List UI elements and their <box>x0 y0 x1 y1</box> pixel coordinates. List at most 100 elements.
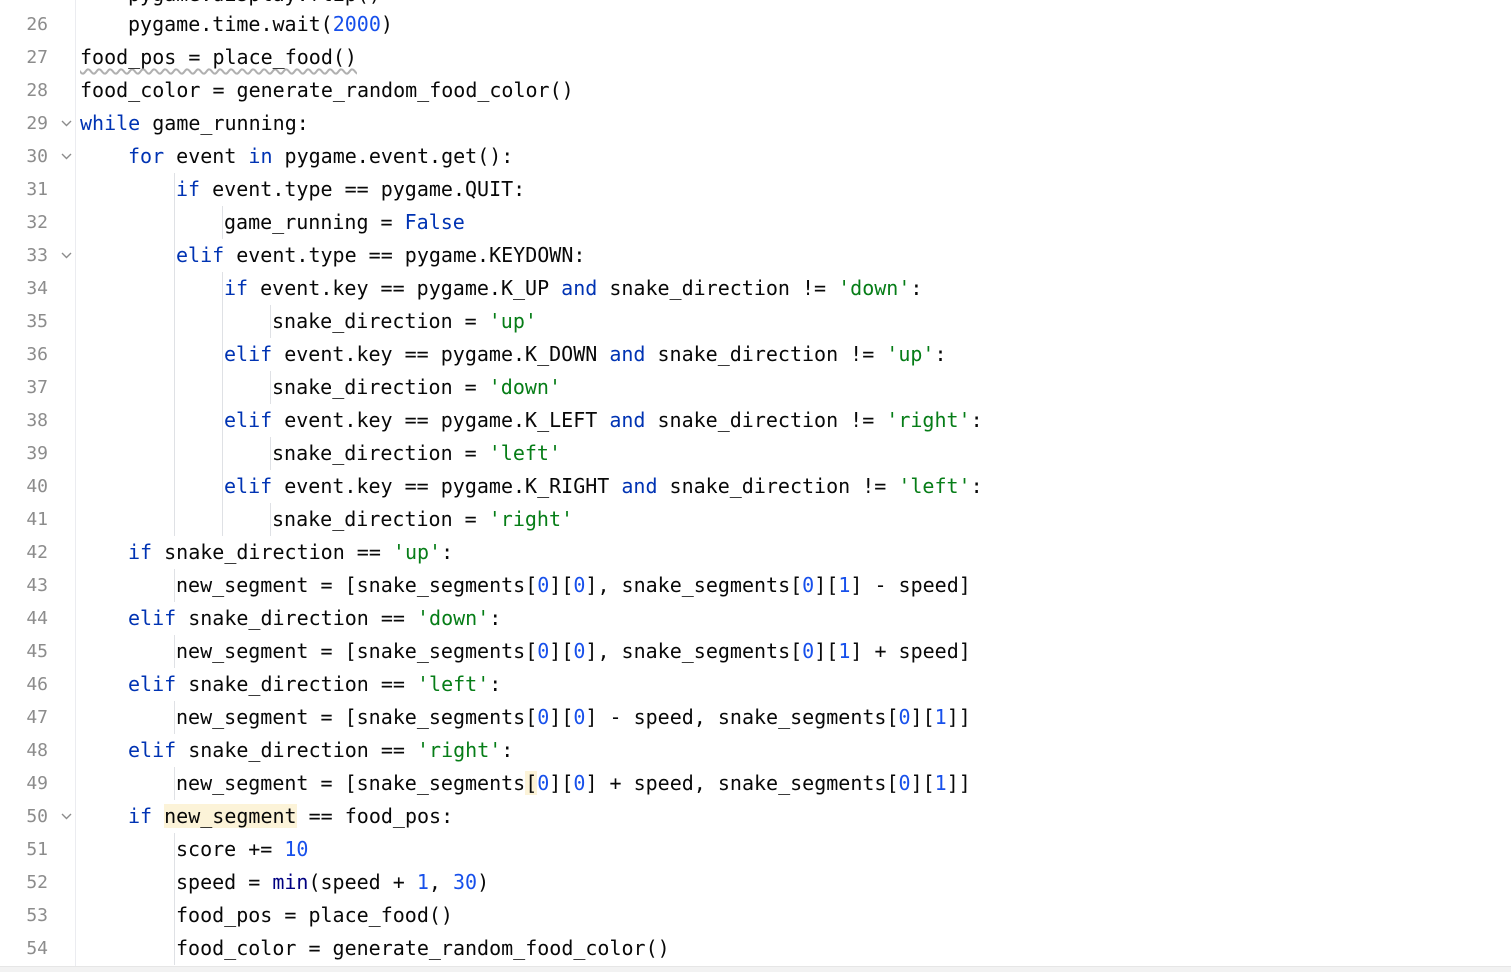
code-line[interactable]: if new_segment == food_pos: <box>128 800 453 833</box>
code-line[interactable]: elif event.key == pygame.K_RIGHT and sna… <box>224 470 983 503</box>
code-token: event.key == pygame.K_UP <box>248 276 562 300</box>
code-token: ], snake_segments[ <box>585 639 803 663</box>
line-number: 28 <box>26 80 48 101</box>
code-line[interactable]: pygame.time.wait(2000) <box>128 8 393 41</box>
line-number: 27 <box>26 47 48 68</box>
indent-guide <box>270 503 271 536</box>
code-token: new_segment = [snake_segments[ <box>176 705 538 729</box>
code-token: elif <box>128 606 177 630</box>
fold-chevron-icon[interactable] <box>59 140 73 173</box>
code-line[interactable]: new_segment = [snake_segments[0][0] - sp… <box>176 701 971 734</box>
code-token: new_segment = [snake_segments[ <box>176 573 538 597</box>
fold-chevron-icon[interactable] <box>59 107 73 140</box>
code-line[interactable]: new_segment = [snake_segments[0][0] + sp… <box>176 767 971 800</box>
code-token: : <box>970 408 983 432</box>
code-token: , <box>428 870 453 894</box>
code-token: 'up' <box>488 309 537 333</box>
code-token: 0 <box>573 639 586 663</box>
code-token: 2000 <box>332 12 381 36</box>
code-line[interactable]: new_segment = [snake_segments[0][0], sna… <box>176 635 971 668</box>
code-token: 0 <box>802 573 815 597</box>
code-line[interactable]: elif snake_direction == 'left': <box>128 668 501 701</box>
code-line[interactable]: food_pos = place_food() <box>176 899 453 932</box>
code-line[interactable]: speed = min(speed + 1, 30) <box>176 866 489 899</box>
code-token: game_running: <box>140 111 309 135</box>
code-token: elif <box>224 342 273 366</box>
fold-chevron-icon[interactable] <box>59 800 73 833</box>
code-token: 30 <box>452 870 478 894</box>
code-token: 0 <box>573 705 586 729</box>
line-number: 44 <box>26 608 48 629</box>
code-line[interactable]: elif event.key == pygame.K_DOWN and snak… <box>224 338 947 371</box>
code-token: ][ <box>814 573 839 597</box>
code-line[interactable]: elif snake_direction == 'down': <box>128 602 501 635</box>
code-line[interactable]: new_segment = [snake_segments[0][0], sna… <box>176 569 971 602</box>
code-token: snake_direction != <box>597 276 839 300</box>
code-token: snake_direction = <box>272 507 489 531</box>
code-token: 1 <box>838 573 851 597</box>
code-token: ][ <box>549 639 574 663</box>
code-line[interactable]: snake_direction = 'left' <box>272 437 561 470</box>
code-line[interactable]: elif event.type == pygame.KEYDOWN: <box>176 239 585 272</box>
line-number: 53 <box>26 905 48 926</box>
code-line[interactable]: elif snake_direction == 'right': <box>128 734 513 767</box>
code-line[interactable]: game_running = False <box>224 206 465 239</box>
code-token: 1 <box>838 639 851 663</box>
line-number: 32 <box>26 212 48 233</box>
code-token: if <box>128 804 153 828</box>
code-token: and <box>621 474 658 498</box>
code-token: new_segment = [snake_segments[ <box>176 639 538 663</box>
code-token: event.type == pygame.QUIT: <box>200 177 526 201</box>
code-line[interactable]: food_color = generate_random_food_color(… <box>176 932 670 965</box>
fold-chevron-icon[interactable] <box>59 239 73 272</box>
code-line[interactable]: snake_direction = 'right' <box>272 503 573 536</box>
code-token: event.key == pygame.K_LEFT <box>272 408 610 432</box>
code-token: event.type == pygame.KEYDOWN: <box>224 243 586 267</box>
line-number: 50 <box>26 806 48 827</box>
code-token: ][ <box>549 771 574 795</box>
code-token: : <box>910 276 923 300</box>
line-number: 37 <box>26 377 48 398</box>
line-number: 41 <box>26 509 48 530</box>
line-number: 54 <box>26 938 48 959</box>
code-line[interactable]: snake_direction = 'up' <box>272 305 537 338</box>
code-line[interactable]: for event in pygame.event.get(): <box>128 140 513 173</box>
code-token: event.key == pygame.K_RIGHT <box>272 474 622 498</box>
code-token: snake_direction != <box>645 408 887 432</box>
code-token: elif <box>128 738 177 762</box>
code-token: if <box>128 540 153 564</box>
line-number: 47 <box>26 707 48 728</box>
code-token: 0 <box>537 639 550 663</box>
code-line[interactable]: elif event.key == pygame.K_LEFT and snak… <box>224 404 983 437</box>
code-token: elif <box>176 243 225 267</box>
code-token: ] + speed] <box>850 639 971 663</box>
indent-guide <box>174 833 175 965</box>
code-area[interactable]: pygame.time.wait(2000)food_pos = place_f… <box>80 0 1511 971</box>
code-token: snake_direction != <box>645 342 887 366</box>
code-line[interactable]: food_pos = place_food() <box>80 41 357 74</box>
code-token: in <box>248 144 273 168</box>
code-token: 0 <box>573 573 586 597</box>
code-token: 'right' <box>886 408 971 432</box>
code-line[interactable]: if event.key == pygame.K_UP and snake_di… <box>224 272 922 305</box>
code-line[interactable]: if event.type == pygame.QUIT: <box>176 173 525 206</box>
code-token: snake_direction = <box>272 441 489 465</box>
indent-guide <box>174 569 175 602</box>
code-token: food_pos = place_food() <box>176 903 453 927</box>
code-line[interactable]: snake_direction = 'down' <box>272 371 561 404</box>
code-token: and <box>609 342 646 366</box>
partial-code-line: pygame.display.flip() <box>128 0 381 11</box>
line-number: 33 <box>26 245 48 266</box>
code-token: snake_direction != <box>657 474 899 498</box>
code-line[interactable]: food_color = generate_random_food_color(… <box>80 74 574 107</box>
code-token: event <box>164 144 249 168</box>
code-line[interactable]: score += 10 <box>176 833 308 866</box>
code-line[interactable]: if snake_direction == 'up': <box>128 536 453 569</box>
code-token: 0 <box>573 771 586 795</box>
code-token: (speed + <box>308 870 417 894</box>
code-line[interactable]: while game_running: <box>80 107 309 140</box>
code-token: : <box>489 672 502 696</box>
code-token: : <box>489 606 502 630</box>
